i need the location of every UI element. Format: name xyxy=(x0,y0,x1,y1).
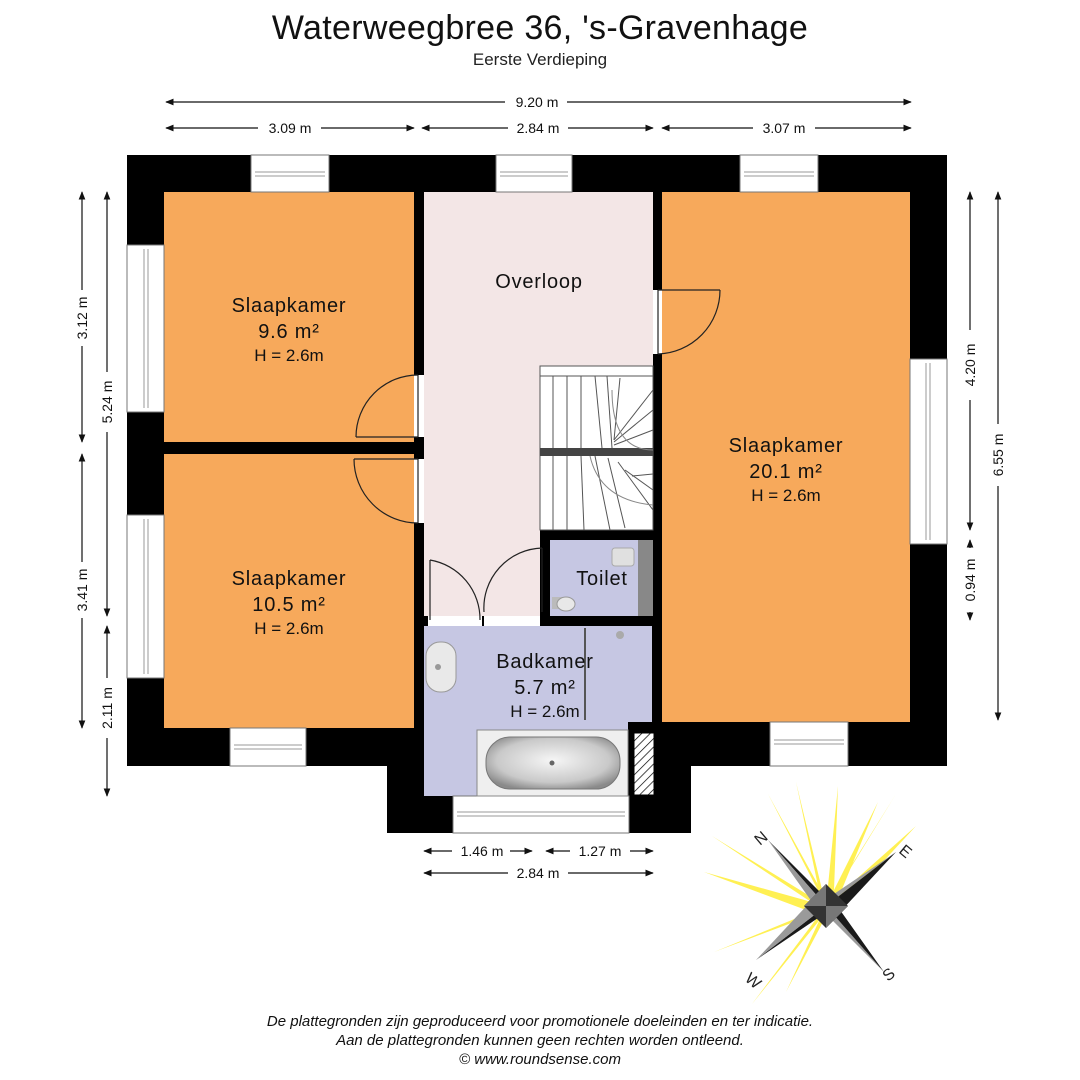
label-bedroom-top-left-area: 9.6 m² xyxy=(258,321,319,343)
dim-right-upper: 4.20 m xyxy=(962,344,978,387)
floor-subtitle: Eerste Verdieping xyxy=(472,50,608,69)
window-top-2 xyxy=(495,154,573,193)
dim-top-mid: 2.84 m xyxy=(517,120,560,136)
label-bedroom-right-area: 20.1 m² xyxy=(749,461,822,483)
bathtub-fixture xyxy=(476,729,629,797)
compass-star xyxy=(756,840,896,972)
dim-top-right: 3.07 m xyxy=(763,120,806,136)
label-bedroom-bottom-left-height: H = 2.6m xyxy=(254,619,323,638)
dim-left-bottom: 2.11 m xyxy=(99,687,115,729)
page-title: Waterweegbree 36, 's-Gravenhage xyxy=(271,9,809,47)
shower-rail xyxy=(584,628,624,720)
compass-rose: N E S W xyxy=(704,782,916,1004)
dim-right-total: 6.55 m xyxy=(990,434,1006,477)
label-bedroom-bottom-left-area: 10.5 m² xyxy=(252,594,325,616)
room-bedroom-bottom-left xyxy=(164,454,414,728)
toilet-bowl-fixture xyxy=(552,547,635,612)
bathroom-shaft-hatch-lines xyxy=(634,733,654,795)
label-bathroom-name: Badkamer xyxy=(496,651,594,673)
doors xyxy=(353,289,721,626)
room-bedroom-right xyxy=(662,192,910,722)
compass-west: W xyxy=(741,970,764,993)
footer-disclaimer: De plattegronden zijn geproduceerd voor … xyxy=(0,1012,1080,1069)
door-bathroom xyxy=(428,559,482,626)
compass-sun-rays xyxy=(704,782,916,1004)
windows xyxy=(126,154,948,834)
staircase xyxy=(539,365,654,531)
door-bedroom-bottom-left xyxy=(353,458,424,524)
label-landing-name: Overloop xyxy=(495,271,583,293)
toilet-shadow xyxy=(638,540,653,616)
door-bedroom-right xyxy=(653,289,721,355)
dim-left-lower: 3.41 m xyxy=(74,569,90,612)
compass-north: N xyxy=(752,829,772,849)
dim-bottom-total: 2.84 m xyxy=(517,865,560,881)
dim-top-total: 9.20 m xyxy=(516,94,559,110)
door-bedroom-top-left xyxy=(355,374,424,438)
rooms xyxy=(164,192,910,798)
window-left-1 xyxy=(126,244,165,413)
title-block: Waterweegbree 36, 's-Gravenhage Eerste V… xyxy=(0,8,1080,70)
footer-copyright: © www.roundsense.com xyxy=(459,1051,621,1068)
window-bottom-3 xyxy=(452,795,630,834)
room-labels: Slaapkamer 9.6 m² H = 2.6m Slaapkamer 10… xyxy=(232,271,844,721)
label-bathroom-height: H = 2.6m xyxy=(510,702,579,721)
dim-bottom-right: 1.27 m xyxy=(579,843,622,859)
dim-right-lower: 0.94 m xyxy=(962,559,978,602)
window-left-2 xyxy=(126,514,165,679)
window-right-1 xyxy=(909,358,948,545)
label-bedroom-right-name: Slaapkamer xyxy=(729,435,844,457)
fixtures xyxy=(425,547,635,797)
label-toilet-name: Toilet xyxy=(576,568,628,590)
footer-line-2: Aan de plattegronden kunnen geen rechten… xyxy=(336,1032,744,1049)
label-bedroom-bottom-left-name: Slaapkamer xyxy=(232,568,347,590)
compass-south: S xyxy=(880,965,899,985)
dim-top-left: 3.09 m xyxy=(269,120,312,136)
window-top-3 xyxy=(739,154,819,193)
window-bottom-1 xyxy=(229,727,307,767)
label-bathroom-area: 5.7 m² xyxy=(514,677,575,699)
sink-fixture xyxy=(425,641,457,693)
dim-left-upper: 3.12 m xyxy=(74,297,90,340)
dim-left-total-upper: 5.24 m xyxy=(99,381,115,424)
window-glazing xyxy=(143,171,931,817)
window-top-1 xyxy=(250,154,330,193)
dimension-lines xyxy=(78,98,1002,877)
dimension-labels: 9.20 m 3.09 m 2.84 m 3.07 m 3.12 m 5.24 … xyxy=(74,94,1006,881)
label-bedroom-right-height: H = 2.6m xyxy=(751,486,820,505)
dim-bottom-left: 1.46 m xyxy=(461,843,504,859)
label-bedroom-top-left-name: Slaapkamer xyxy=(232,295,347,317)
door-toilet xyxy=(483,547,543,626)
footer-line-1: De plattegronden zijn geproduceerd voor … xyxy=(266,1013,814,1030)
label-bedroom-top-left-height: H = 2.6m xyxy=(254,346,323,365)
room-bedroom-top-left xyxy=(164,192,414,442)
